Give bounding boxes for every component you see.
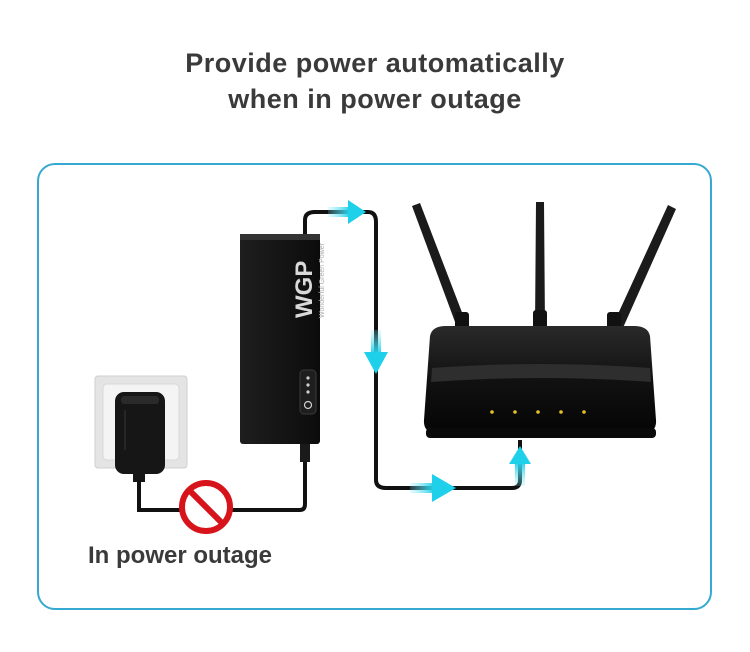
wifi-router — [412, 202, 676, 438]
arrow-up-icon — [509, 446, 531, 486]
headline-line-1: Provide power automatically — [185, 48, 565, 78]
outage-caption: In power outage — [88, 542, 273, 569]
mini-ups-device — [240, 234, 320, 462]
no-entry-icon — [179, 480, 233, 534]
ups-tagline: Wonderful Green Power — [319, 242, 326, 318]
illustration-frame — [37, 163, 712, 610]
arrow-right-icon — [328, 200, 366, 224]
ups-brand-logo: WGP — [291, 261, 318, 318]
wall-outlet-adapter — [94, 375, 188, 482]
adapter-cable — [137, 455, 307, 512]
arrow-right-icon — [410, 474, 456, 502]
headline-line-2: when in power outage — [228, 84, 522, 114]
arrow-down-icon — [364, 330, 388, 374]
